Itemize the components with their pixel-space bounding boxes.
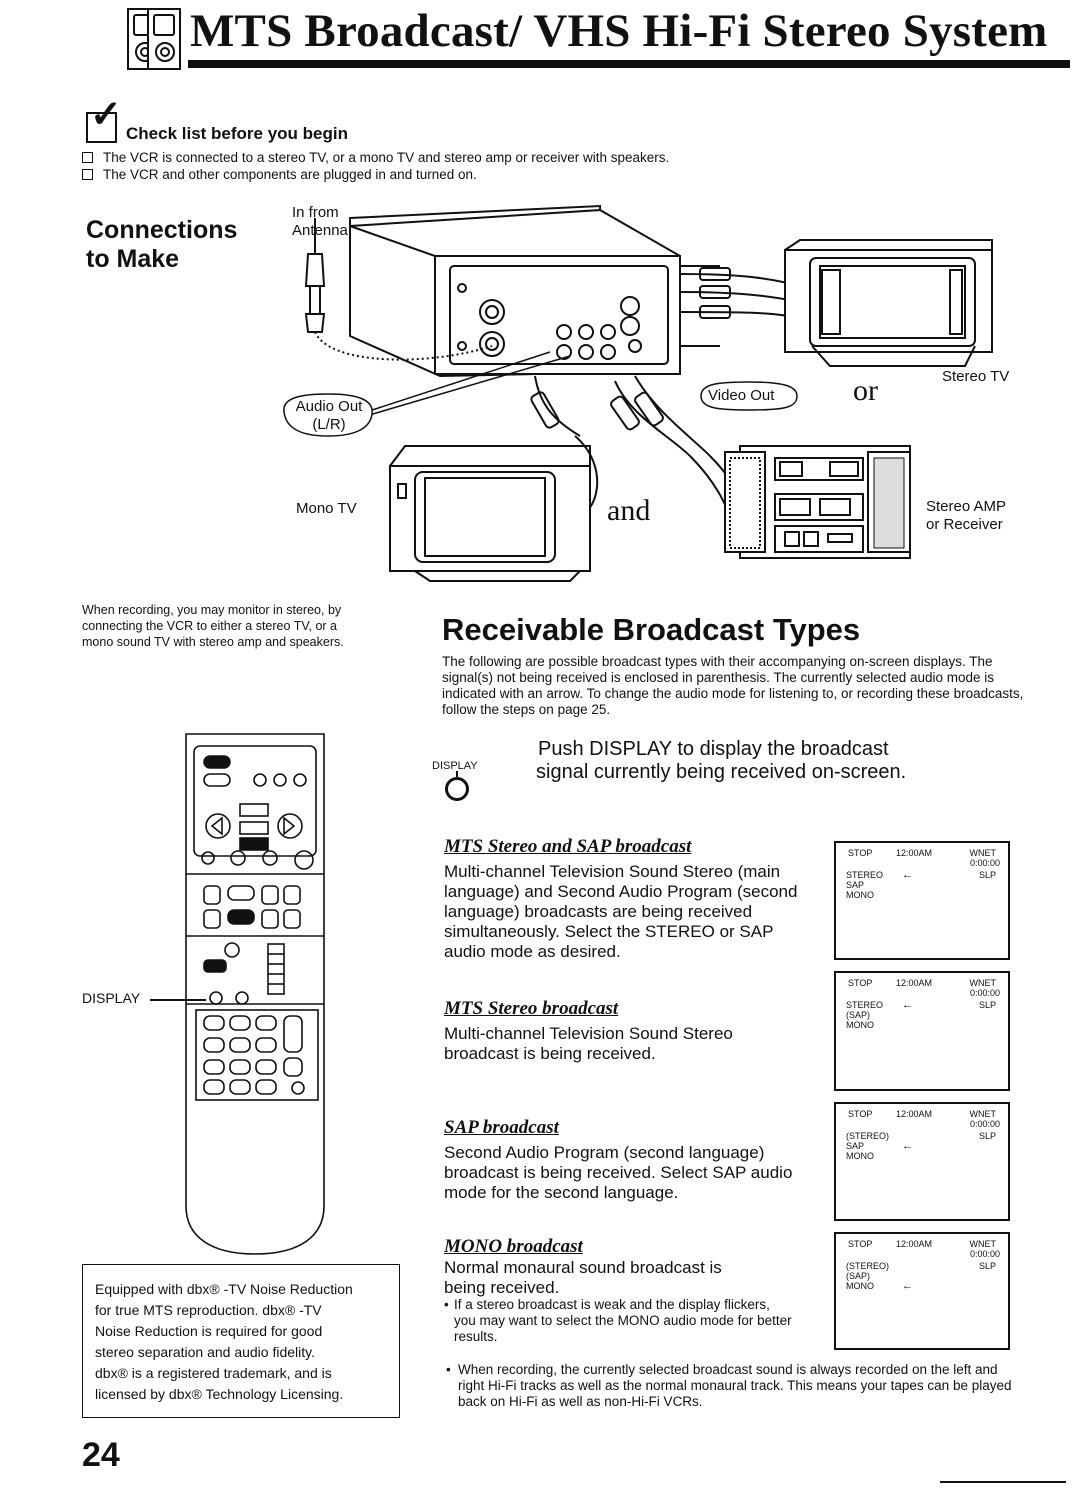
and-label: and <box>607 494 651 527</box>
section-intro: The following are possible broadcast typ… <box>442 654 1024 717</box>
checkbox-icon <box>82 152 93 163</box>
osd-speed: SLP <box>978 1131 996 1141</box>
osd-audio-line: MONO <box>846 890 874 900</box>
osd-speed: SLP <box>978 1261 996 1271</box>
page-title: MTS Broadcast/ VHS Hi-Fi Stereo System <box>190 5 1048 57</box>
osd-counter: 0:00:00 <box>969 988 1000 998</box>
osd-audio-line: SAP <box>846 1141 865 1151</box>
broadcast-type-heading: SAP broadcast <box>444 1117 559 1138</box>
osd-speed: SLP <box>978 1000 996 1010</box>
broadcast-type-heading: MONO broadcast <box>444 1236 583 1257</box>
osd-status: STOP <box>848 1109 873 1119</box>
display-button-tick <box>456 771 458 777</box>
osd-counter: 0:00:00 <box>969 1249 1000 1259</box>
display-button-icon <box>445 777 469 801</box>
section-heading: Receivable Broadcast Types <box>442 612 861 647</box>
osd-channel: WNET <box>969 1239 997 1249</box>
osd-channel: WNET <box>969 1109 997 1119</box>
title-rule <box>188 60 1070 68</box>
osd-status: STOP <box>848 1239 873 1249</box>
osd-counter: 0:00:00 <box>969 858 1000 868</box>
osd-audio-line: STEREO <box>846 1000 884 1010</box>
dbx-notice: Equipped with dbx® -TV Noise Reduction f… <box>82 1264 400 1418</box>
mono-tv-label: Mono TV <box>296 500 357 517</box>
recording-note: •When recording, the currently selected … <box>446 1362 1012 1409</box>
osd-status: STOP <box>848 848 873 858</box>
stereo-amp-label: Stereo AMP or Receiver <box>926 498 1007 533</box>
osd-selected-arrow-icon: ← <box>902 1280 913 1292</box>
osd-status: STOP <box>848 978 873 988</box>
page-number: 24 <box>82 1436 120 1474</box>
osd-clock: 12:00AM <box>896 1239 933 1249</box>
broadcast-type-description: Multi-channel Television Sound Stereo br… <box>444 1024 733 1063</box>
osd-audio-line: STEREO <box>846 870 884 880</box>
connections-heading: Connections to Make <box>86 216 238 273</box>
broadcast-type-description: Second Audio Program (second language) b… <box>444 1143 793 1202</box>
checkmark-icon: ✓ <box>90 94 122 136</box>
osd-selected-arrow-icon: ← <box>902 1140 913 1152</box>
osd-clock: 12:00AM <box>896 978 933 988</box>
checklist-title: Check list before you begin <box>126 124 348 143</box>
osd-selected-arrow-icon: ← <box>902 999 913 1011</box>
speaker-icon <box>147 8 181 70</box>
remote-control-illustration <box>185 733 325 1255</box>
osd-audio-line: MONO <box>846 1281 874 1291</box>
broadcast-tip: •If a stereo broadcast is weak and the d… <box>444 1297 792 1344</box>
osd-audio-line: (STEREO) <box>846 1261 890 1271</box>
monitor-note: When recording, you may monitor in stere… <box>82 603 344 649</box>
push-display-instruction: Push DISPLAY to display the broadcast si… <box>536 738 907 783</box>
audio-out-callout <box>283 393 373 437</box>
checklist-item: The VCR and other components are plugged… <box>82 167 477 182</box>
osd-clock: 12:00AM <box>896 848 933 858</box>
osd-audio-line: (SAP) <box>846 1010 871 1020</box>
video-out-label: Video Out <box>708 387 775 404</box>
display-button-label: DISPLAY <box>432 760 478 772</box>
checkbox-icon <box>86 112 117 143</box>
stereo-tv-label: Stereo TV <box>942 368 1010 385</box>
osd-audio-line: MONO <box>846 1151 874 1161</box>
or-label: or <box>853 374 878 407</box>
osd-audio-line: (STEREO) <box>846 1131 890 1141</box>
osd-audio-line: SAP <box>846 880 865 890</box>
in-from-antenna-label: In from Antenna <box>292 204 348 239</box>
osd-counter: 0:00:00 <box>969 1119 1000 1129</box>
osd-speed: SLP <box>978 870 996 880</box>
osd-selected-arrow-icon: ← <box>902 869 913 881</box>
broadcast-type-description: Multi-channel Television Sound Stereo (m… <box>444 862 798 961</box>
osd-audio-line: (SAP) <box>846 1271 871 1281</box>
osd-audio-line: MONO <box>846 1020 874 1030</box>
audio-out-label: Audio Out (L/R) <box>295 398 363 433</box>
display-callout-label: DISPLAY <box>82 990 141 1006</box>
footer-rule <box>940 1481 1066 1483</box>
checkbox-icon <box>82 169 93 180</box>
broadcast-type-heading: MTS Stereo broadcast <box>444 998 619 1019</box>
broadcast-type-heading: MTS Stereo and SAP broadcast <box>444 836 692 857</box>
broadcast-type-description: Normal monaural sound broadcast is being… <box>444 1258 722 1297</box>
display-callout-line <box>150 999 206 1001</box>
osd-clock: 12:00AM <box>896 1109 933 1119</box>
osd-channel: WNET <box>969 978 997 988</box>
connection-diagram <box>304 204 993 582</box>
video-out-callout <box>700 381 798 411</box>
osd-channel: WNET <box>969 848 997 858</box>
checklist-item: The VCR is connected to a stereo TV, or … <box>82 150 669 165</box>
